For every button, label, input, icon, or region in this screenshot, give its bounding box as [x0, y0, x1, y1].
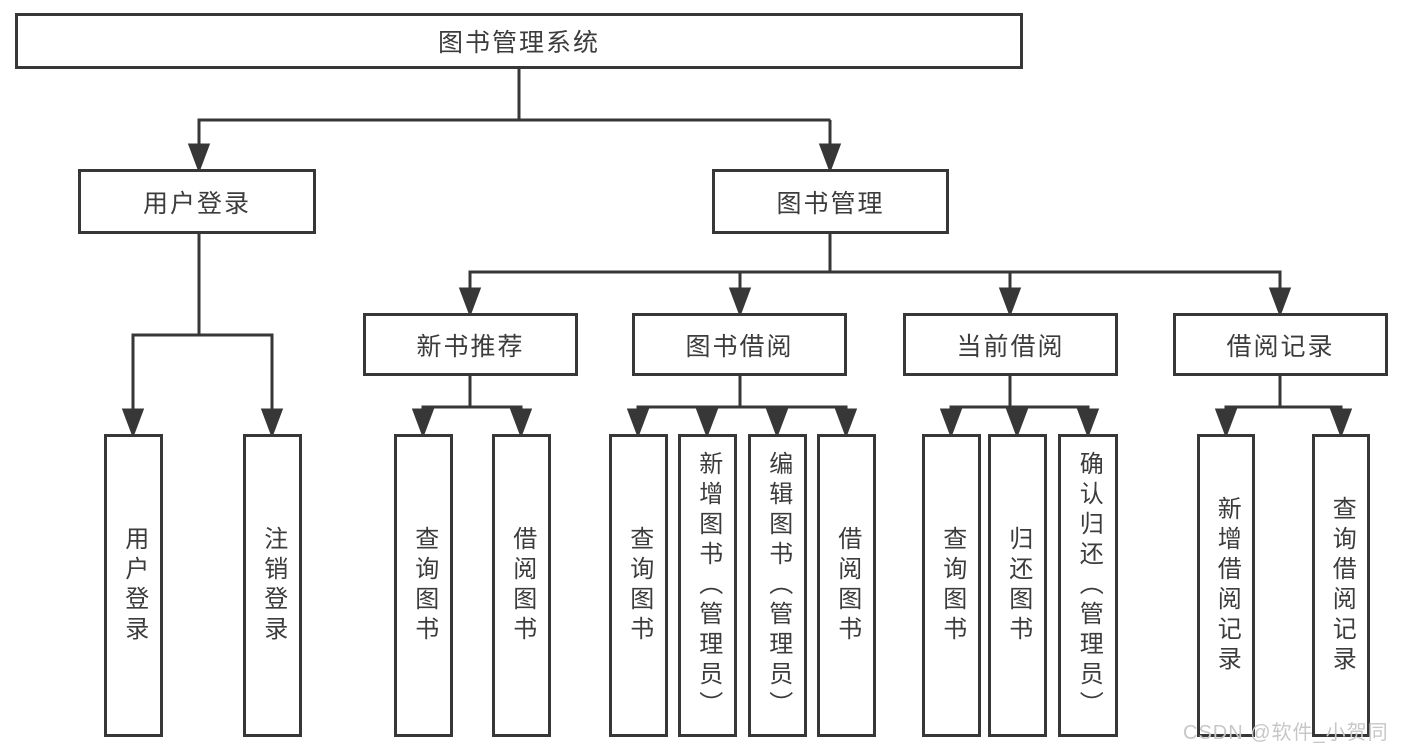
connector-book-borrowing-split	[626, 376, 858, 439]
node-library-management-system: 图书管理系统	[15, 13, 1023, 69]
arrowhead	[834, 408, 858, 439]
leaf-query-books-borrowing: 查询图书	[609, 434, 668, 737]
leaf-borrow-books-recommend: 借阅图书	[492, 434, 551, 737]
leaf-query-books-current: 查询图书	[922, 434, 981, 737]
connector-current-borrowing-split	[939, 376, 1100, 439]
arrowhead	[765, 408, 789, 439]
arrowhead	[998, 287, 1022, 318]
node-user-login: 用户登录	[78, 169, 316, 234]
arrowhead	[1076, 408, 1100, 439]
leaf-user-login: 用户登录	[104, 434, 163, 737]
arrowhead	[509, 408, 533, 439]
arrowhead	[1329, 408, 1353, 439]
arrowhead	[728, 287, 752, 318]
leaf-add-borrowing-record: 新增借阅记录	[1197, 434, 1255, 737]
arrowhead	[818, 143, 842, 174]
arrowhead	[411, 408, 435, 439]
node-book-borrowing: 图书借阅	[632, 313, 847, 376]
node-book-management: 图书管理	[712, 169, 949, 234]
arrowhead	[695, 408, 719, 439]
connector-user-login-split	[121, 233, 284, 439]
node-borrowing-records: 借阅记录	[1173, 313, 1388, 376]
connector-root-split	[187, 69, 842, 174]
arrowhead	[1268, 287, 1292, 318]
node-current-borrowing: 当前借阅	[903, 313, 1118, 376]
connector-book-management-split	[458, 233, 1292, 318]
leaf-borrow-books-borrowing: 借阅图书	[817, 434, 876, 737]
connector-new-book-split	[411, 376, 533, 439]
arrowhead	[939, 408, 963, 439]
leaf-edit-books-admin: 编辑图书（管理员）	[748, 434, 807, 737]
leaf-return-books: 归还图书	[988, 434, 1047, 737]
arrowhead	[121, 408, 145, 439]
arrowhead	[458, 287, 482, 318]
arrowhead	[1005, 408, 1029, 439]
leaf-logout: 注销登录	[243, 434, 302, 737]
leaf-query-books-recommend: 查询图书	[394, 434, 453, 737]
connector-borrowing-records-split	[1214, 376, 1353, 439]
node-new-book-recommendation: 新书推荐	[363, 313, 578, 376]
leaf-confirm-return-admin: 确认归还（管理员）	[1058, 434, 1118, 737]
arrowhead	[1214, 408, 1238, 439]
leaf-add-books-admin: 新增图书（管理员）	[678, 434, 737, 737]
csdn-watermark: CSDN @软件_小贺同学	[1183, 722, 1389, 744]
arrowhead	[626, 408, 650, 439]
arrowhead	[260, 408, 284, 439]
arrowhead	[187, 143, 211, 174]
leaf-query-borrowing-record: 查询借阅记录	[1312, 434, 1370, 737]
